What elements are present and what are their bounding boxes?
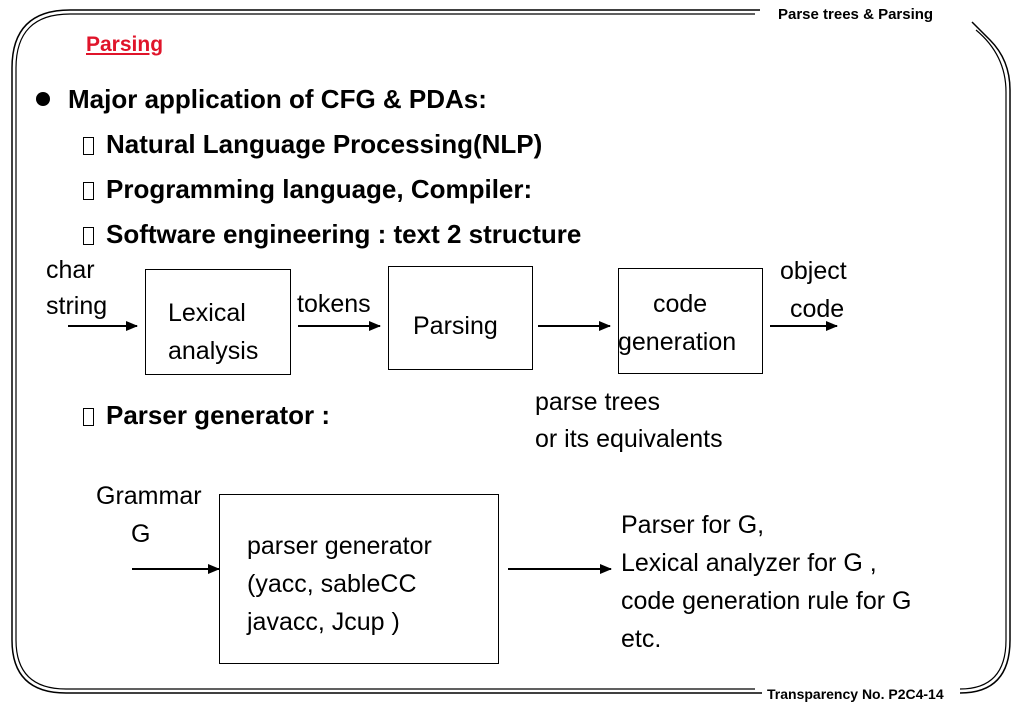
parse-trees-note-line2: or its equivalents <box>535 425 723 453</box>
parsing-label: Parsing <box>413 312 498 340</box>
main-bullet-text: Major application of CFG & PDAs: <box>68 84 487 114</box>
bullet-dot-icon <box>36 92 50 106</box>
sub-bullet-text: Software engineering : text 2 structure <box>106 219 582 249</box>
output-label-code: code <box>790 295 845 323</box>
sub-bullet-text: Parser generator : <box>106 400 330 430</box>
parsing-box: Parsing <box>388 266 533 370</box>
generator-label-line2: (yacc, sableCC <box>247 570 417 598</box>
bullet-square-icon <box>83 137 94 155</box>
bullet-square-icon <box>83 227 94 245</box>
output-label-object: object <box>780 257 847 285</box>
bullet-square-icon <box>83 408 94 426</box>
tokens-label: tokens <box>297 290 371 318</box>
generator-output-line3: code generation rule for G <box>621 587 912 615</box>
codegen-label-line1: code <box>653 290 708 318</box>
main-bullet: Major application of CFG & PDAs: <box>36 84 487 115</box>
grammar-label-line1: Grammar <box>96 482 202 510</box>
codegen-label-line2: generation <box>618 328 737 356</box>
parser-generator-box: parser generator (yacc, sableCC javacc, … <box>219 494 499 664</box>
generator-output-line2: Lexical analyzer for G , <box>621 549 877 577</box>
bullet-square-icon <box>83 182 94 200</box>
sub-bullet-nlp: Natural Language Processing(NLP) <box>83 129 542 160</box>
sub-bullet-software: Software engineering : text 2 structure <box>83 219 581 250</box>
sub-bullet-text: Natural Language Processing(NLP) <box>106 129 543 159</box>
parse-trees-note-line1: parse trees <box>535 388 661 416</box>
input-label-string: string <box>46 292 108 320</box>
sub-bullet-parser-generator: Parser generator : <box>83 400 330 431</box>
lexical-label-line1: Lexical <box>168 299 246 327</box>
generator-label-line1: parser generator <box>247 532 432 560</box>
transparency-number: Transparency No. P2C4-14 <box>767 686 944 702</box>
running-title: Parse trees & Parsing <box>778 6 934 23</box>
lexical-analysis-box: Lexical analysis <box>145 269 291 375</box>
generator-output-line4: etc. <box>621 625 662 653</box>
generator-label-line3: javacc, Jcup ) <box>247 608 400 636</box>
sub-bullet-compiler: Programming language, Compiler: <box>83 174 532 205</box>
sub-bullet-text: Programming language, Compiler: <box>106 174 533 204</box>
code-generation-box: code generation <box>618 268 763 374</box>
grammar-label-line2: G <box>131 520 151 548</box>
input-label-char: char <box>46 256 95 284</box>
generator-output-line1: Parser for G, <box>621 511 765 539</box>
lexical-label-line2: analysis <box>168 337 259 365</box>
slide-title: Parsing <box>86 33 164 56</box>
